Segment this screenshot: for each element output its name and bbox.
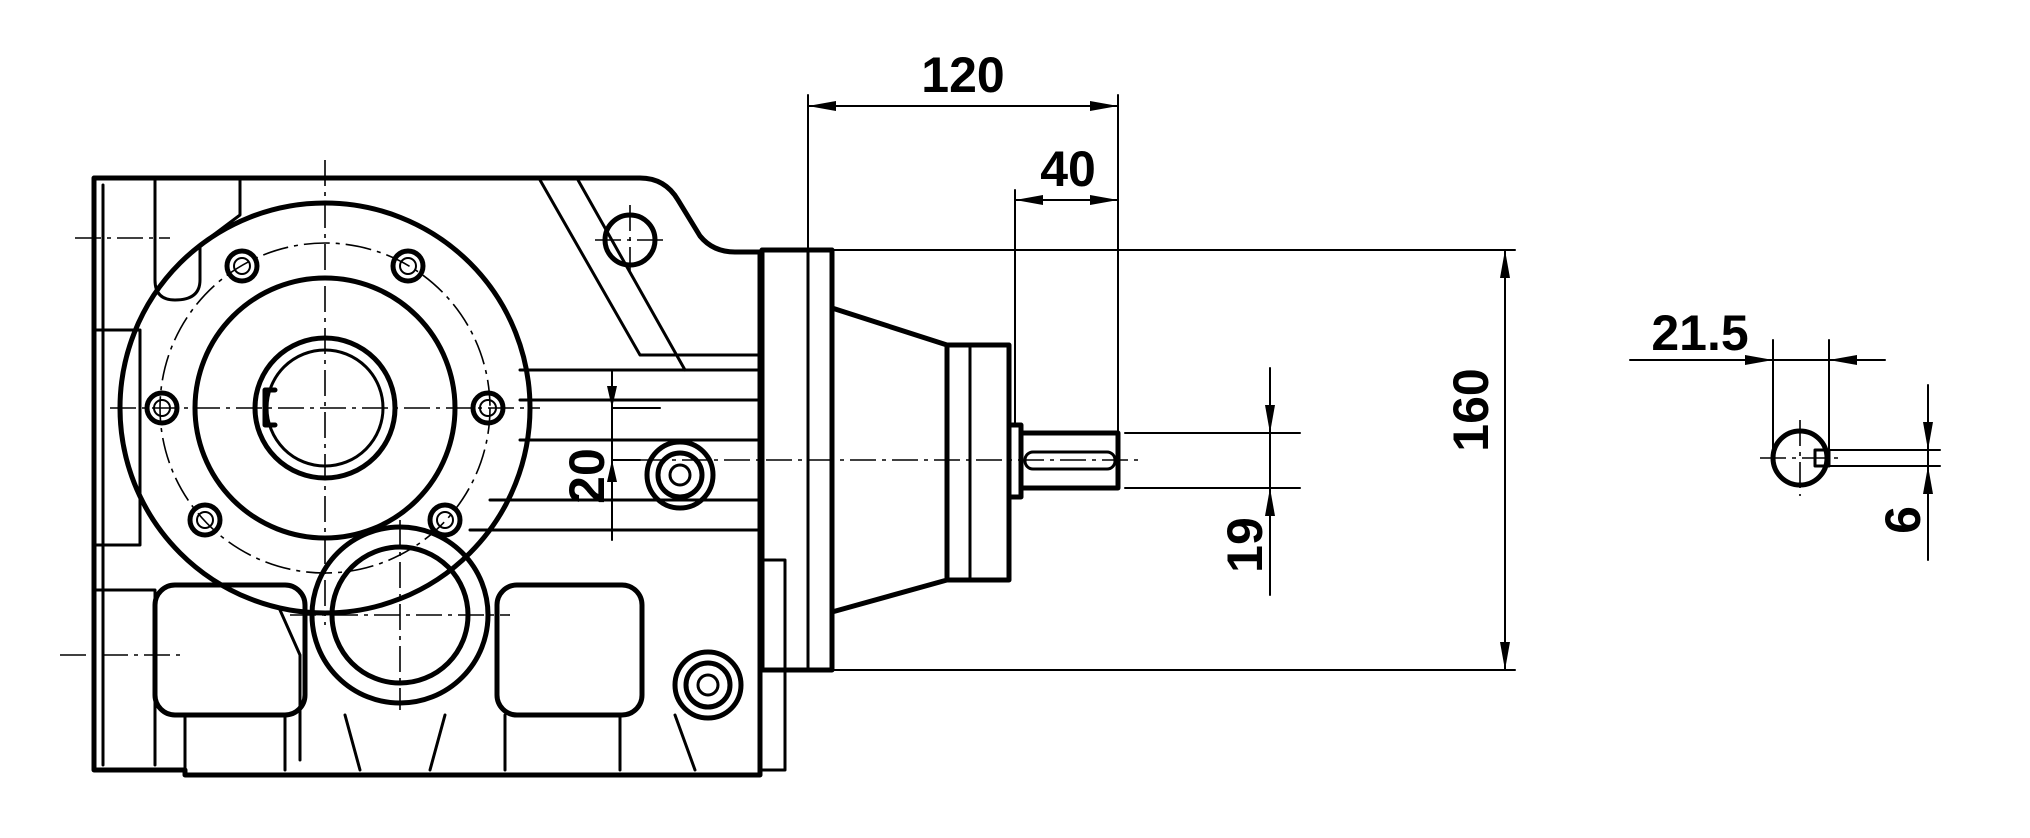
top-mount-hole-icon xyxy=(595,205,665,275)
dimension-6: 6 xyxy=(1828,384,1941,561)
gearbox-housing xyxy=(91,175,787,778)
dimension-label-6: 6 xyxy=(1875,506,1931,534)
bolt-hole-icon xyxy=(144,390,180,426)
bolt-hole-icon xyxy=(187,502,223,538)
bolt-holes xyxy=(144,248,506,538)
dimension-40: 40 xyxy=(1014,141,1119,426)
threaded-hole-icon xyxy=(644,439,716,511)
bolt-hole-icon xyxy=(224,248,260,284)
dimension-19: 19 xyxy=(1124,367,1301,596)
threaded-hole-icon xyxy=(672,649,744,721)
dimension-160: 160 xyxy=(831,249,1516,671)
dimension-120: 120 xyxy=(807,47,1119,434)
dimension-label-160: 160 xyxy=(1443,368,1499,451)
output-bore-flange xyxy=(110,160,540,625)
input-adapter xyxy=(640,247,1140,673)
dimension-20: 20 xyxy=(559,369,661,541)
dimension-label-19: 19 xyxy=(1217,517,1273,573)
dimension-label-40: 40 xyxy=(1040,141,1096,197)
lower-boss xyxy=(290,520,510,710)
dimension-21-5: 21.5 xyxy=(1629,305,1886,459)
bolt-hole-icon xyxy=(470,390,506,426)
bolt-hole-icon xyxy=(427,502,463,538)
dimension-label-21-5: 21.5 xyxy=(1651,305,1748,361)
bolt-hole-icon xyxy=(390,248,426,284)
dimension-label-120: 120 xyxy=(921,47,1004,103)
dimension-label-20: 20 xyxy=(559,448,615,504)
